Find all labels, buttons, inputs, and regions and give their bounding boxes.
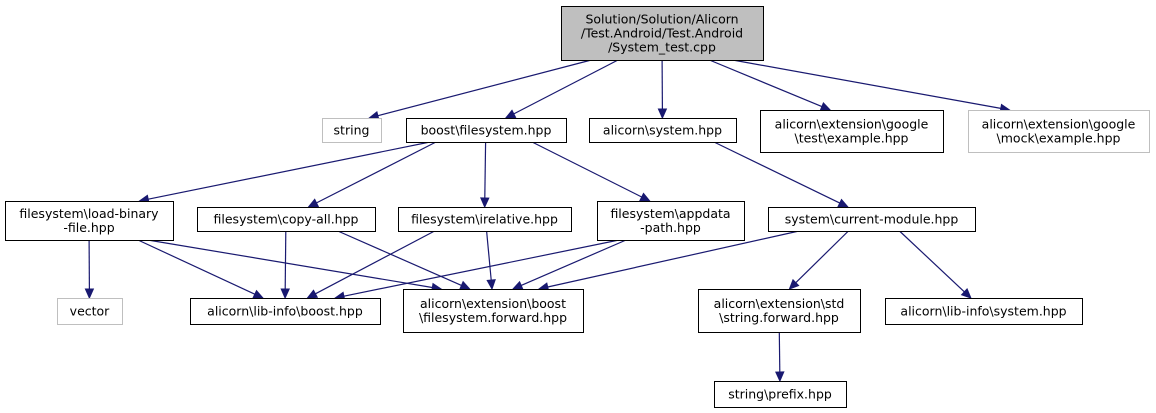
node-box bbox=[5, 201, 174, 241]
node-libinfo-system[interactable]: alicorn\lib-info\system.hpp bbox=[885, 298, 1083, 325]
node-label-line: /System_test.cpp bbox=[608, 40, 716, 55]
edge-boost_fs-to-appdata bbox=[531, 141, 651, 202]
node-box bbox=[885, 298, 1083, 325]
node-box bbox=[597, 201, 745, 241]
node-box bbox=[190, 298, 381, 325]
node-copy-all[interactable]: filesystem\copy-all.hpp bbox=[197, 207, 376, 232]
edge-copy_all-to-libinfo_boost bbox=[280, 230, 290, 300]
node-box bbox=[322, 118, 382, 143]
edge-current_module-to-libinfo_system bbox=[899, 230, 972, 299]
edge-copy_all-to-fs_forward bbox=[337, 230, 471, 290]
node-label-line: alicorn\lib-info\system.hpp bbox=[900, 304, 1066, 319]
node-vector: vector bbox=[57, 298, 123, 325]
node-box bbox=[698, 289, 861, 333]
node-libinfo-boost[interactable]: alicorn\lib-info\boost.hpp bbox=[190, 298, 381, 325]
edge-current_module-to-string_forward bbox=[788, 230, 849, 290]
node-boost-fs[interactable]: boost\filesystem.hpp bbox=[406, 118, 567, 143]
node-label-line: \filesystem.forward.hpp bbox=[419, 310, 567, 325]
node-label-line: /Test.Android/Test.Android bbox=[581, 26, 743, 41]
edge-alicorn_system-to-current_module bbox=[713, 141, 850, 208]
node-layer: Solution/Solution/Alicorn/Test.Android/T… bbox=[5, 6, 1150, 408]
node-box bbox=[403, 289, 584, 333]
node-root[interactable]: Solution/Solution/Alicorn/Test.Android/T… bbox=[561, 6, 764, 61]
edge-irelative-to-libinfo_boost bbox=[306, 230, 435, 299]
node-label-line: \string.forward.hpp bbox=[719, 310, 839, 325]
node-label-line: filesystem\irelative.hpp bbox=[411, 212, 558, 227]
node-box bbox=[768, 207, 976, 232]
node-label-line: alicorn\lib-info\boost.hpp bbox=[207, 304, 363, 319]
node-label-line: filesystem\appdata bbox=[610, 206, 730, 221]
node-label-line: -file.hpp bbox=[63, 220, 114, 235]
node-box bbox=[968, 110, 1150, 153]
node-label-line: boost\filesystem.hpp bbox=[421, 123, 552, 138]
edge-root-to-google_test bbox=[709, 59, 832, 111]
node-string-prefix[interactable]: string\prefix.hpp bbox=[714, 381, 847, 408]
node-google-test[interactable]: alicorn\extension\google\test\example.hp… bbox=[760, 110, 944, 153]
node-label-line: alicorn\extension\std bbox=[714, 296, 845, 311]
node-label-line: -path.hpp bbox=[640, 220, 701, 235]
edge-layer bbox=[84, 59, 1011, 383]
edge-boost_fs-to-irelative bbox=[480, 141, 490, 209]
node-label-line: alicorn\extension\google bbox=[982, 117, 1136, 132]
edge-load_binary-to-vector bbox=[84, 239, 95, 300]
node-box bbox=[197, 207, 376, 232]
node-label-line: vector bbox=[70, 304, 111, 319]
node-load-binary[interactable]: filesystem\load-binary-file.hpp bbox=[5, 201, 174, 241]
node-box bbox=[760, 110, 944, 153]
node-label-line: filesystem\load-binary bbox=[19, 206, 159, 221]
node-label-line: \mock\example.hpp bbox=[997, 131, 1121, 146]
node-label-line: string\prefix.hpp bbox=[728, 387, 832, 402]
node-box bbox=[561, 6, 764, 61]
edge-load_binary-to-libinfo_boost bbox=[137, 239, 265, 299]
node-google-mock: alicorn\extension\google\mock\example.hp… bbox=[968, 110, 1150, 153]
node-string: string bbox=[322, 118, 382, 143]
node-box bbox=[714, 381, 847, 408]
edge-root-to-boost_fs bbox=[504, 59, 619, 119]
edge-root-to-string bbox=[368, 59, 592, 121]
node-label-line: \test\example.hpp bbox=[795, 131, 909, 146]
node-fs-forward[interactable]: alicorn\extension\boost\filesystem.forwa… bbox=[403, 289, 584, 333]
node-appdata[interactable]: filesystem\appdata-path.hpp bbox=[597, 201, 745, 241]
node-label-line: filesystem\copy-all.hpp bbox=[214, 212, 359, 227]
edge-root-to-google_mock bbox=[732, 59, 1011, 113]
node-label-line: system\current-module.hpp bbox=[785, 212, 959, 227]
node-label-line: alicorn\extension\google bbox=[775, 117, 929, 132]
edge-root-to-alicorn_system bbox=[657, 59, 668, 120]
node-box bbox=[398, 207, 572, 232]
node-box bbox=[57, 298, 123, 325]
node-box bbox=[589, 118, 737, 143]
node-box bbox=[406, 118, 567, 143]
node-label-line: alicorn\extension\boost bbox=[420, 296, 566, 311]
edge-irelative-to-fs_forward bbox=[486, 230, 496, 291]
node-irelative[interactable]: filesystem\irelative.hpp bbox=[398, 207, 572, 232]
node-label-line: alicorn\system.hpp bbox=[603, 123, 722, 138]
edge-load_binary-to-fs_forward bbox=[147, 239, 443, 293]
node-label-line: string bbox=[334, 123, 370, 138]
edge-string_forward-to-string_prefix bbox=[775, 331, 785, 383]
node-current-module[interactable]: system\current-module.hpp bbox=[768, 207, 976, 232]
edge-boost_fs-to-copy_all bbox=[307, 141, 437, 208]
node-label-line: Solution/Solution/Alicorn bbox=[585, 12, 738, 27]
node-alicorn-system[interactable]: alicorn\system.hpp bbox=[589, 118, 737, 143]
edge-boost_fs-to-load_binary bbox=[138, 141, 431, 204]
node-string-forward[interactable]: alicorn\extension\std\string.forward.hpp bbox=[698, 289, 861, 333]
